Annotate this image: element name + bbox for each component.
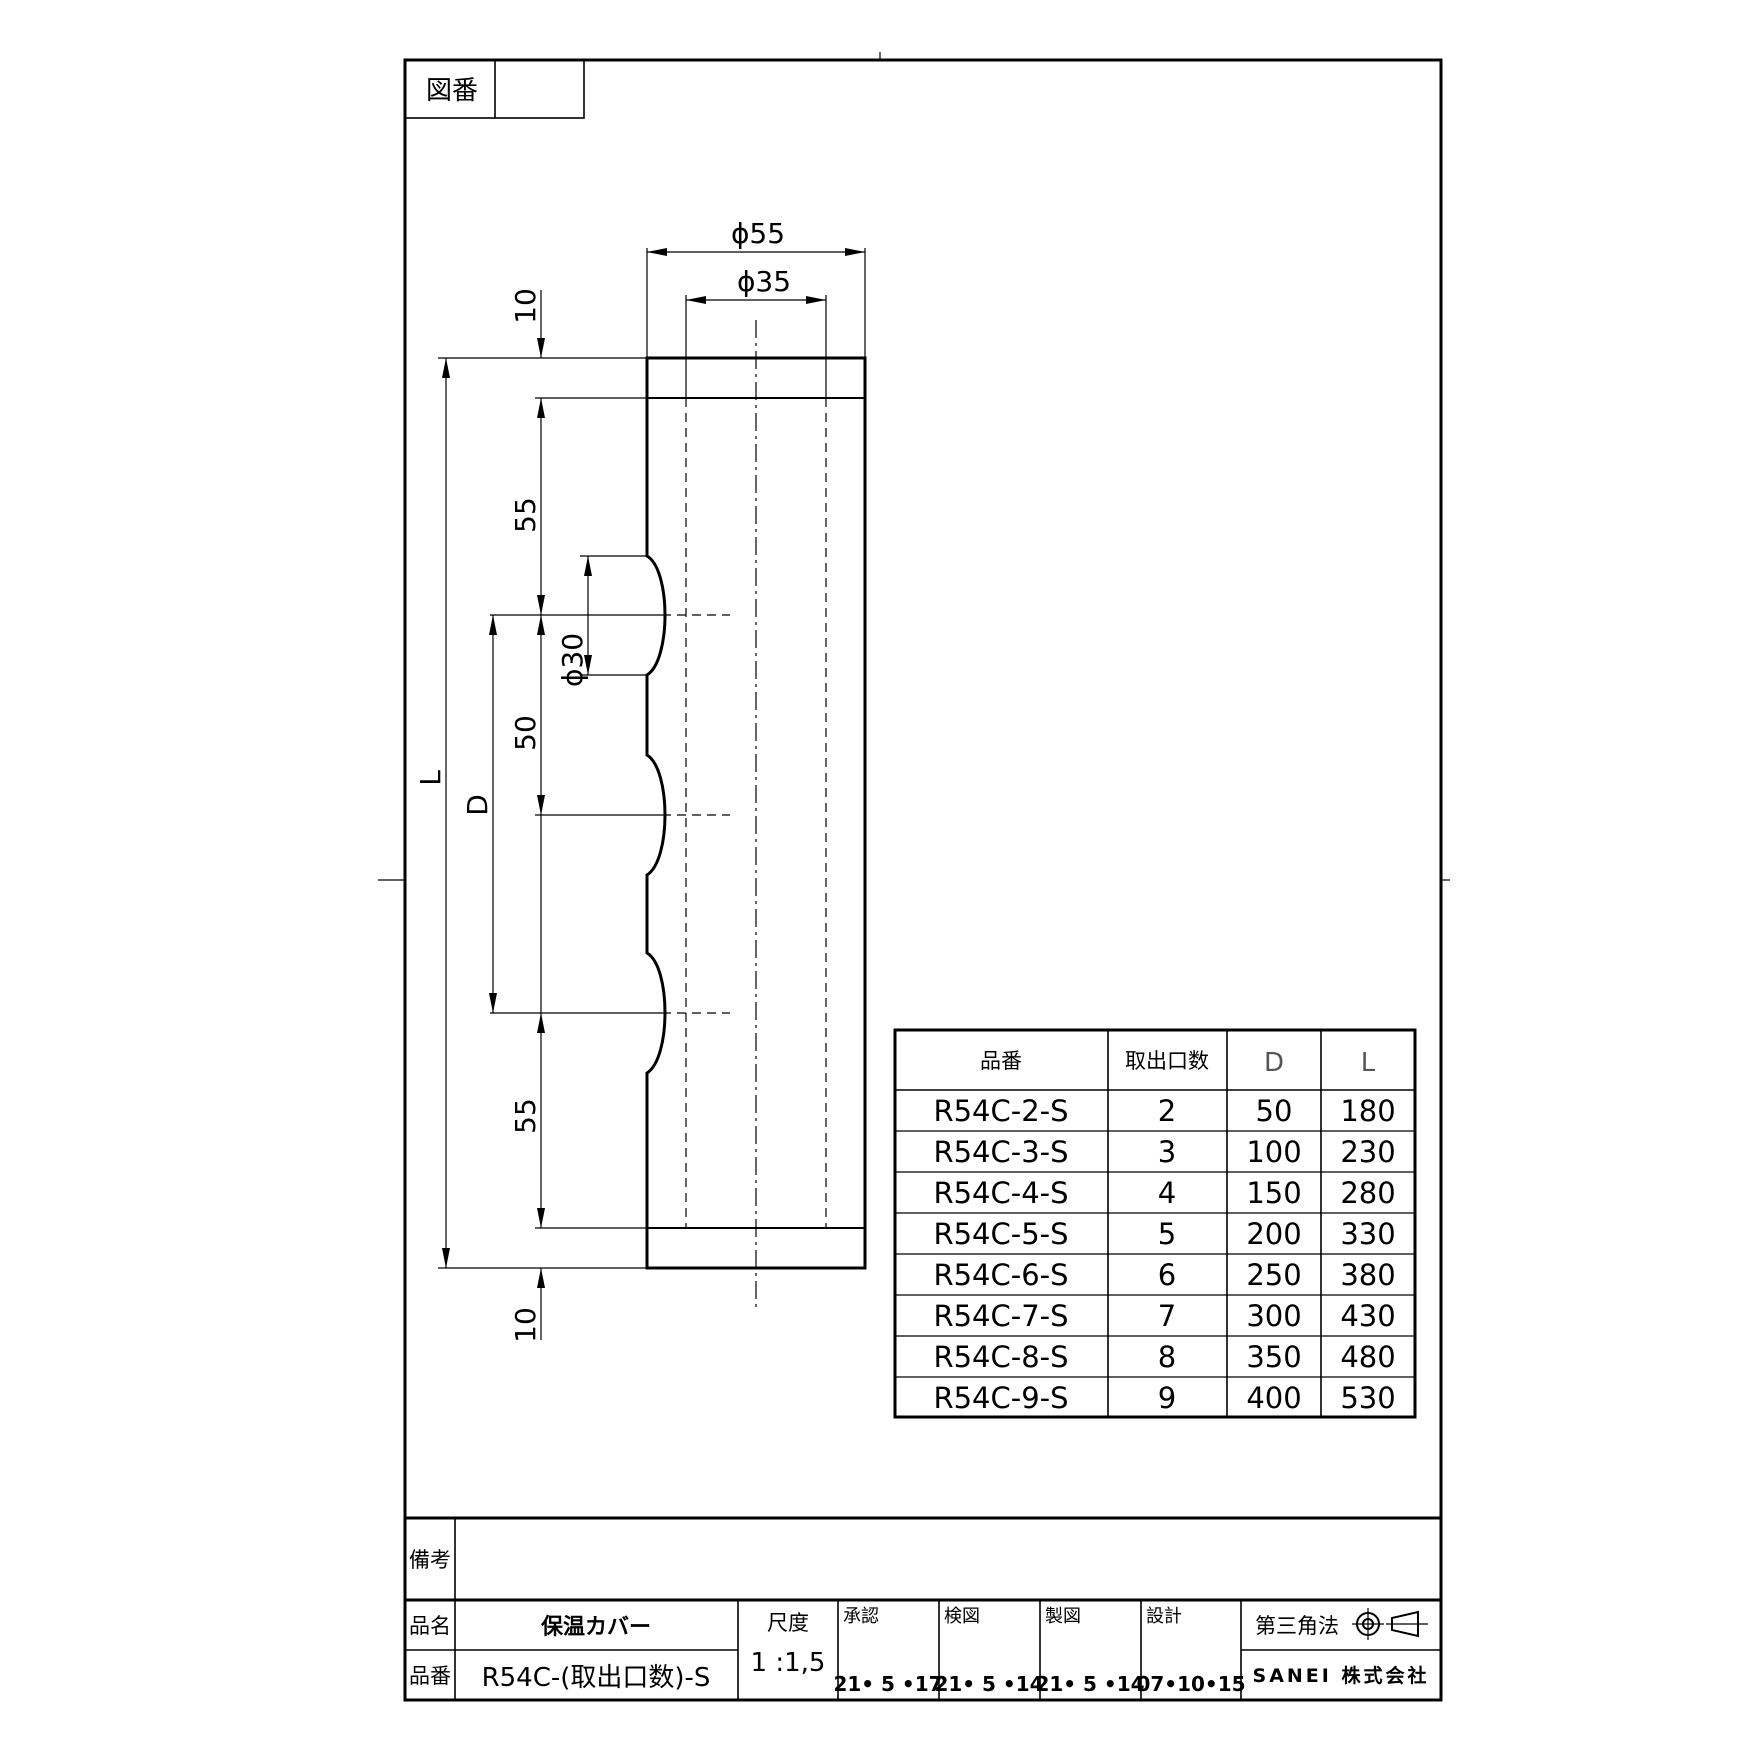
check-date: 21• 5 •14 bbox=[934, 1672, 1043, 1696]
dim-port-pitch: 50 bbox=[509, 715, 542, 751]
part-view bbox=[645, 320, 867, 1310]
table-header-part: 品番 bbox=[980, 1049, 1022, 1073]
scale-value: 1 :1,5 bbox=[751, 1648, 826, 1678]
part-outline bbox=[645, 356, 867, 1270]
dim-bottom-end: 10 bbox=[509, 1307, 542, 1343]
table-row-8-part: R54C-9-S bbox=[933, 1381, 1068, 1415]
dimension-lines: ϕ55 ϕ35 L D bbox=[414, 217, 866, 1343]
remarks-label: 備考 bbox=[409, 1548, 451, 1572]
table-row-7-ports: 8 bbox=[1158, 1340, 1176, 1374]
approval-label: 承認 bbox=[843, 1606, 879, 1627]
table-row-7-d: 350 bbox=[1246, 1340, 1301, 1374]
dim-first-segment: 55 bbox=[509, 497, 542, 533]
design-label: 設計 bbox=[1146, 1606, 1182, 1627]
table-row-5-d: 250 bbox=[1246, 1258, 1301, 1292]
dim-inner-diameter: ϕ35 bbox=[737, 265, 791, 298]
drawing-number-label: 図番 bbox=[426, 76, 478, 106]
drafted-label: 製図 bbox=[1045, 1606, 1081, 1627]
drafted-date: 21• 5 •14 bbox=[1035, 1672, 1144, 1696]
table-row-4-part: R54C-5-S bbox=[933, 1217, 1068, 1251]
check-label: 検図 bbox=[944, 1606, 980, 1627]
dim-outer-diameter: ϕ55 bbox=[731, 217, 785, 250]
table-row-6-part: R54C-7-S bbox=[933, 1299, 1068, 1333]
table-row-6-d: 300 bbox=[1246, 1299, 1301, 1333]
table-row-7-l: 480 bbox=[1340, 1340, 1395, 1374]
table-row-2-part: R54C-3-S bbox=[933, 1135, 1068, 1169]
table-header-ports: 取出口数 bbox=[1125, 1049, 1209, 1073]
drawing-number-box: 図番 bbox=[404, 59, 585, 119]
spec-table: 品番 取出口数 D L R54C-2-S 2 50 180 R54C-3-S 3… bbox=[893, 1028, 1417, 1419]
title-block: 備考 品名 保温カバー 品番 R54C-(取出口数)-S 尺度 1 :1,5 承… bbox=[405, 1516, 1441, 1700]
table-row-8-d: 400 bbox=[1246, 1381, 1301, 1415]
part-number-label: 品番 bbox=[409, 1664, 451, 1688]
product-name-label: 品名 bbox=[409, 1614, 451, 1638]
table-row-6-l: 430 bbox=[1340, 1299, 1395, 1333]
table-row-5-l: 380 bbox=[1340, 1258, 1395, 1292]
table-row-2-l: 230 bbox=[1340, 1135, 1395, 1169]
table-row-4-l: 330 bbox=[1340, 1217, 1395, 1251]
table-row-5-ports: 6 bbox=[1158, 1258, 1176, 1292]
dim-overall-length: L bbox=[414, 770, 447, 786]
company-name: SANEI 株式会社 bbox=[1253, 1664, 1430, 1687]
table-row-1-d: 50 bbox=[1256, 1094, 1293, 1128]
table-row-2-d: 100 bbox=[1246, 1135, 1301, 1169]
dim-port-diameter: ϕ30 bbox=[556, 633, 589, 687]
dim-top-end: 10 bbox=[509, 288, 542, 324]
table-row-3-part: R54C-4-S bbox=[933, 1176, 1068, 1210]
table-row-3-d: 150 bbox=[1246, 1176, 1301, 1210]
table-row-3-l: 280 bbox=[1340, 1176, 1395, 1210]
approval-date: 21• 5 •17 bbox=[833, 1672, 942, 1696]
third-angle-projection-icon bbox=[1352, 1608, 1428, 1640]
dim-port-span: D bbox=[461, 794, 494, 816]
table-row-6-ports: 7 bbox=[1158, 1299, 1176, 1333]
design-date: 07•10•15 bbox=[1136, 1672, 1245, 1696]
table-header-d: D bbox=[1264, 1048, 1284, 1078]
projection-method: 第三角法 bbox=[1255, 1614, 1339, 1638]
table-header-l: L bbox=[1361, 1048, 1376, 1078]
part-number-value: R54C-(取出口数)-S bbox=[482, 1663, 711, 1693]
table-row-1-l: 180 bbox=[1340, 1094, 1395, 1128]
table-row-4-ports: 5 bbox=[1158, 1217, 1176, 1251]
scale-label: 尺度 bbox=[767, 1611, 809, 1635]
product-name-value: 保温カバー bbox=[540, 1615, 651, 1640]
table-row-1-part: R54C-2-S bbox=[933, 1094, 1068, 1128]
table-row-7-part: R54C-8-S bbox=[933, 1340, 1068, 1374]
table-row-2-ports: 3 bbox=[1158, 1135, 1176, 1169]
sheet-border bbox=[403, 58, 1443, 1702]
table-row-1-ports: 2 bbox=[1158, 1094, 1176, 1128]
table-row-3-ports: 4 bbox=[1158, 1176, 1176, 1210]
table-row-8-ports: 9 bbox=[1158, 1381, 1176, 1415]
table-row-5-part: R54C-6-S bbox=[933, 1258, 1068, 1292]
table-row-8-l: 530 bbox=[1340, 1381, 1395, 1415]
table-row-4-d: 200 bbox=[1246, 1217, 1301, 1251]
dim-last-segment: 55 bbox=[509, 1098, 542, 1134]
